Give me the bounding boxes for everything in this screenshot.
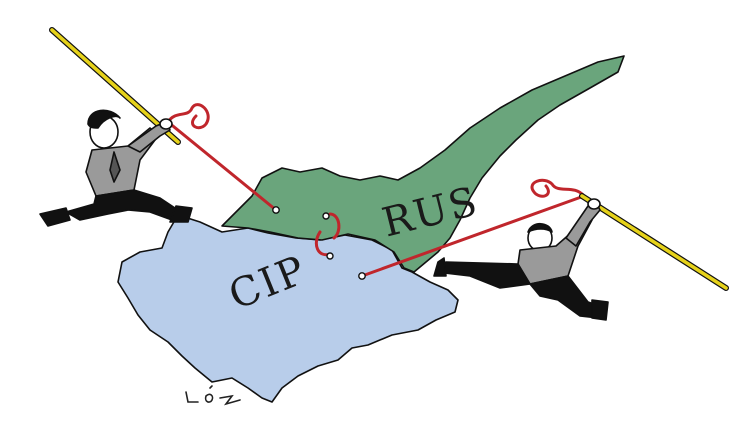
man-left-icon bbox=[39, 109, 193, 227]
spear-icon bbox=[49, 27, 181, 145]
north-landmass bbox=[221, 55, 625, 273]
spear-icon bbox=[579, 193, 729, 291]
rope-icon bbox=[166, 103, 586, 278]
signature-mark bbox=[185, 385, 241, 406]
man-right-icon bbox=[433, 198, 609, 321]
